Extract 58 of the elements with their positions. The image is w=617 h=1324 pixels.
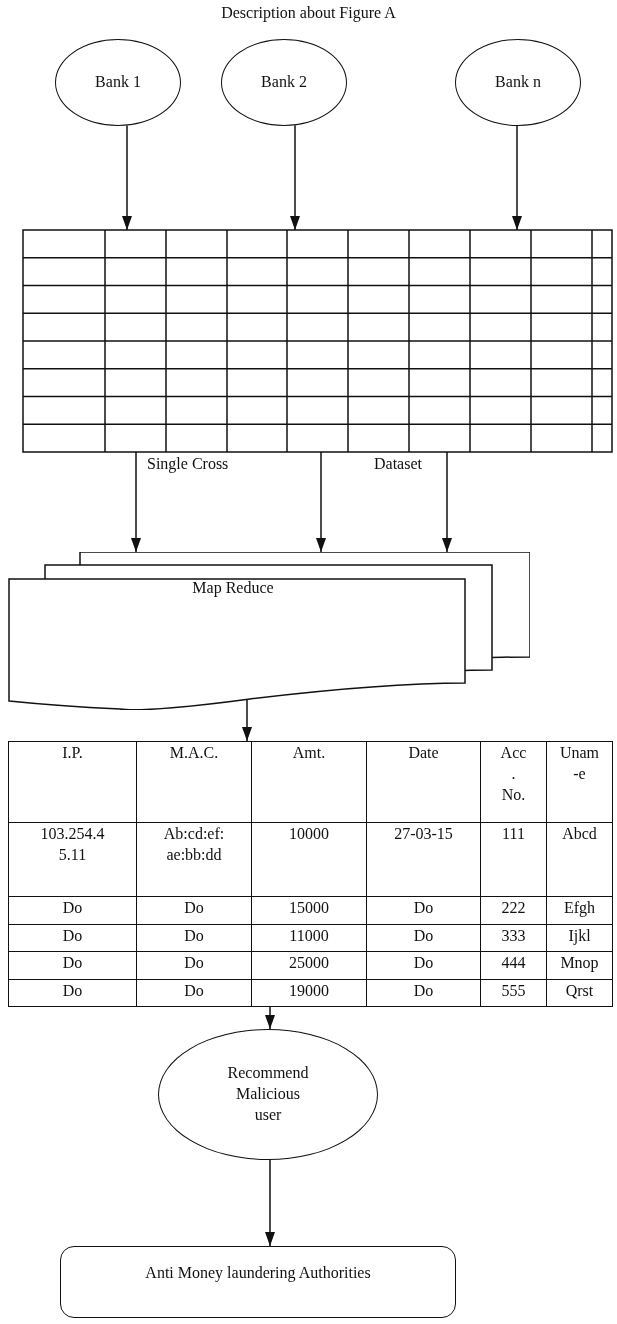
arrow [265, 1005, 275, 1030]
header-cell: M.A.C. [136, 741, 252, 823]
table-cell: 333 [480, 924, 547, 952]
table-cell: 15000 [251, 896, 367, 925]
table-cell: Do [136, 896, 252, 925]
empty-grid-table [23, 230, 612, 452]
header-cell: Acc . No. [480, 741, 547, 823]
table-cell: Do [366, 924, 481, 952]
table-cell: Do [8, 896, 137, 925]
header-cell: I.P. [8, 741, 137, 823]
arrow [290, 124, 300, 231]
rounded-box [60, 1246, 456, 1318]
table-cell: Do [136, 951, 252, 980]
table-cell: Ijkl [546, 924, 613, 952]
node-label: Anti Money laundering Authorities [145, 1263, 371, 1284]
arrow [242, 699, 252, 742]
table-cell: Do [8, 924, 137, 952]
header-cell: Unam -e [546, 741, 613, 823]
table-cell: 103.254.4 5.11 [8, 822, 137, 897]
table-cell: 10000 [251, 822, 367, 897]
node-label: Bank n [494, 72, 542, 93]
arrow [442, 451, 452, 553]
table-cell: 19000 [251, 979, 367, 1007]
table-cell: Do [8, 951, 137, 980]
multi-document-shape [8, 552, 530, 710]
node-caption: Dataset [374, 454, 422, 474]
table-cell: Do [366, 979, 481, 1007]
arrow [122, 124, 132, 231]
node-caption: Single Cross [147, 454, 229, 474]
table-cell: 444 [480, 951, 547, 980]
table-cell: Abcd [546, 822, 613, 897]
table-cell: 11000 [251, 924, 367, 952]
header-cell: Amt. [251, 741, 367, 823]
table-cell: Efgh [546, 896, 613, 925]
node-label: Bank 1 [94, 72, 142, 93]
table-cell: Do [366, 951, 481, 980]
node-label: Map Reduce [191, 578, 275, 599]
table-cell: Do [366, 896, 481, 925]
table-cell: 555 [480, 979, 547, 1007]
data-table [8, 741, 613, 1007]
header-cell: Date [366, 741, 481, 823]
table-cell: 111 [480, 822, 547, 897]
arrow [131, 451, 141, 553]
table-cell: Do [136, 979, 252, 1007]
arrow [265, 1159, 275, 1247]
table-cell: Ab:cd:ef: ae:bb:dd [136, 822, 252, 897]
table-cell: Do [8, 979, 137, 1007]
table-cell: Qrst [546, 979, 613, 1007]
table-cell: 25000 [251, 951, 367, 980]
table-cell: Do [136, 924, 252, 952]
table-cell: 222 [480, 896, 547, 925]
table-cell: 27-03-15 [366, 822, 481, 897]
node-label: Recommend Malicious user [226, 1063, 310, 1125]
diagram-title: Description about Figure A [221, 4, 396, 22]
arrow [316, 451, 326, 553]
node-label: Bank 2 [260, 72, 308, 93]
arrow [512, 125, 522, 231]
table-cell: Mnop [546, 951, 613, 980]
